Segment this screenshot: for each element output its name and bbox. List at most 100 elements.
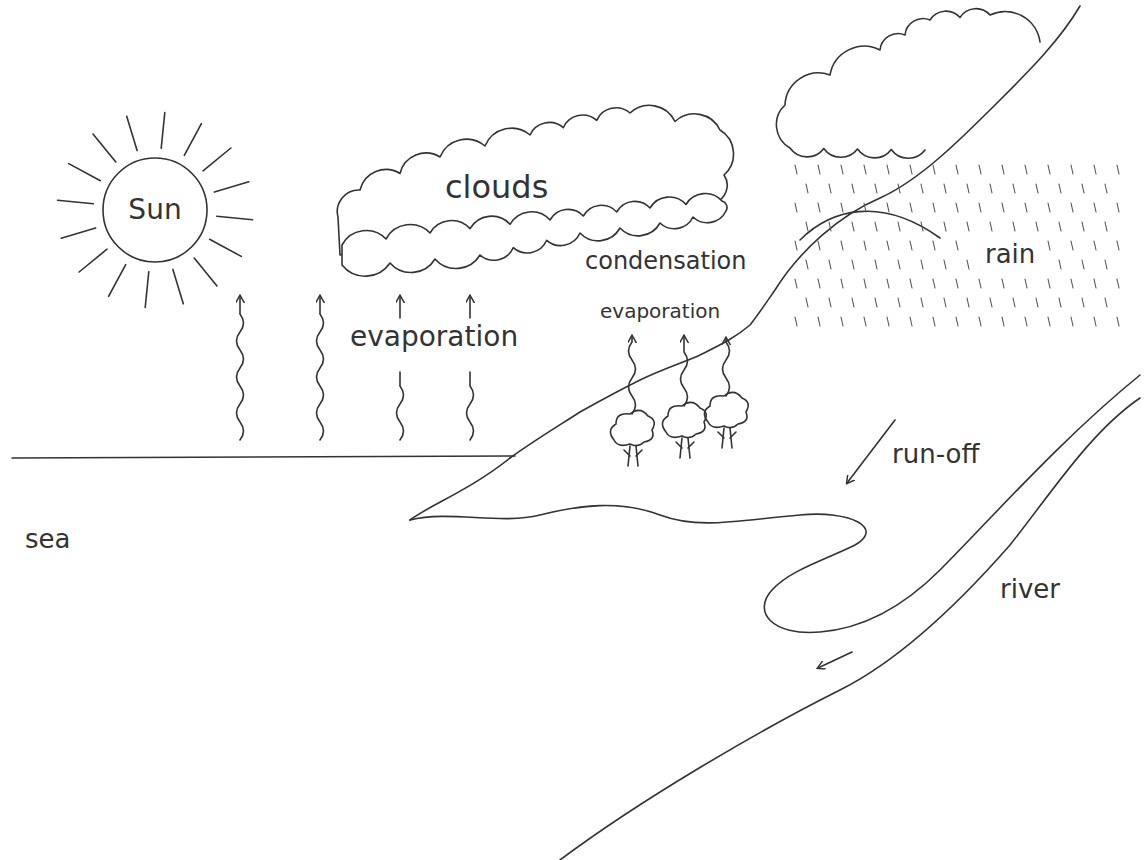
rain-streak	[1071, 165, 1073, 174]
rain-streak	[1094, 165, 1096, 174]
rain-streak	[1013, 298, 1015, 307]
sun-ray	[214, 182, 248, 192]
tree	[610, 410, 654, 466]
rain-streak	[933, 279, 935, 288]
rain-streak	[1048, 241, 1050, 250]
rain-streak	[1025, 317, 1027, 326]
rain-streak	[967, 298, 969, 307]
rain-streak	[1002, 165, 1004, 174]
rain-streak	[910, 165, 912, 174]
rain-streak	[956, 203, 958, 212]
rain-streak	[795, 317, 797, 326]
rain-streak	[887, 317, 889, 326]
rain-streak	[1094, 279, 1096, 288]
sun-ray	[145, 272, 149, 308]
rain-streak	[887, 279, 889, 288]
rain-streak	[818, 279, 820, 288]
rain-streak	[967, 260, 969, 269]
sun-ray	[109, 265, 126, 297]
rain-streak	[921, 298, 923, 307]
evaporation-arrow	[399, 296, 401, 318]
rain-streak	[1094, 241, 1096, 250]
rain-streak	[898, 222, 900, 231]
evaporation-arrow	[467, 372, 474, 440]
rain-streak	[1059, 260, 1061, 269]
rain-streak	[1036, 184, 1038, 193]
sun-ray	[69, 164, 101, 181]
rain-streak	[887, 203, 889, 212]
rain-streak	[933, 241, 935, 250]
river-label: river	[1000, 575, 1060, 604]
rain-streak	[1094, 317, 1096, 326]
rain-streak	[1105, 222, 1107, 231]
sun-ray	[203, 148, 231, 171]
rain-streak	[898, 184, 900, 193]
rain-streak	[933, 317, 935, 326]
rain-streak	[1082, 222, 1084, 231]
rain-streak	[875, 260, 877, 269]
rain-streak	[956, 279, 958, 288]
rain-streak	[1117, 317, 1119, 326]
rain-streak	[1036, 222, 1038, 231]
rain-streak	[841, 279, 843, 288]
rain-streak	[1082, 184, 1084, 193]
node-text: Sun	[128, 195, 181, 226]
rain-streak	[1036, 298, 1038, 307]
rain-streak	[829, 298, 831, 307]
rain-streak	[795, 279, 797, 288]
river-flow-arrow	[818, 652, 852, 668]
rain-streak	[910, 241, 912, 250]
rain-streak	[910, 203, 912, 212]
rain-streak	[1025, 203, 1027, 212]
rain-streak	[1117, 165, 1119, 174]
rain-streak	[818, 317, 820, 326]
rain-streak	[818, 165, 820, 174]
sea-surface	[12, 456, 515, 458]
rain-streak	[921, 184, 923, 193]
coastline	[410, 375, 1140, 632]
rain-streak	[829, 184, 831, 193]
rain-streak	[1013, 222, 1015, 231]
rain-streak	[1071, 279, 1073, 288]
sun-ray	[93, 134, 116, 162]
rain-streak	[864, 241, 866, 250]
rain-streak	[967, 222, 969, 231]
rain-streak	[1048, 165, 1050, 174]
rain-streak	[967, 184, 969, 193]
rain-streak	[795, 165, 797, 174]
rain-streak	[921, 222, 923, 231]
rain-streak	[887, 241, 889, 250]
rain-streak	[1082, 298, 1084, 307]
condensation-label: condensation	[585, 248, 746, 274]
rain-streak	[990, 222, 992, 231]
rain-streak	[1117, 203, 1119, 212]
evaporation-arrow	[681, 336, 688, 406]
rain-streak	[944, 298, 946, 307]
evaporation-arrow	[397, 372, 404, 440]
rain-streak	[990, 298, 992, 307]
rain-streak	[795, 203, 797, 212]
rain-streak	[875, 298, 877, 307]
rain-streak	[1059, 298, 1061, 307]
coastline	[410, 458, 510, 520]
tree	[704, 392, 748, 448]
rain-streak	[864, 165, 866, 174]
rain-streak	[1071, 203, 1073, 212]
rain-streak	[841, 203, 843, 212]
rain-streak	[1025, 165, 1027, 174]
rain-streak	[887, 165, 889, 174]
rain-streak	[956, 241, 958, 250]
rain-streak	[1094, 203, 1096, 212]
rain-streak	[1082, 260, 1084, 269]
rain-streak	[1025, 279, 1027, 288]
rain-streak	[933, 165, 935, 174]
rain-streak	[956, 165, 958, 174]
evaporation-label: evaporation	[600, 300, 720, 322]
sun-ray	[194, 258, 217, 286]
rain-streak	[1002, 279, 1004, 288]
sun-ray	[79, 249, 107, 272]
evaporation-arrow	[317, 296, 324, 440]
rain-streak	[944, 260, 946, 269]
rain-streak	[979, 317, 981, 326]
rain-streak	[829, 222, 831, 231]
